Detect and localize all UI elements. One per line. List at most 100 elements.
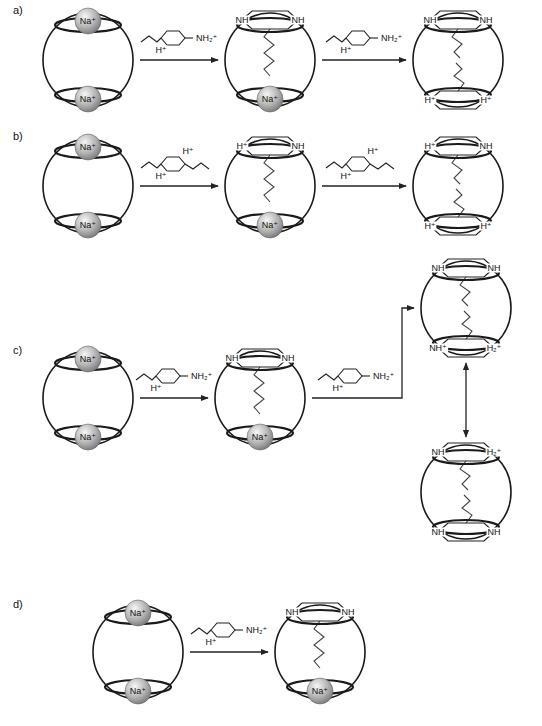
host-drawing bbox=[93, 600, 183, 704]
atom-label: NH bbox=[479, 142, 494, 151]
reaction-arrow bbox=[312, 308, 414, 398]
host-drawing bbox=[413, 137, 503, 235]
guest-molecule bbox=[326, 157, 394, 171]
charge-label: NH₂⁺ bbox=[372, 372, 395, 381]
atom-label: NH bbox=[341, 608, 356, 617]
guest-molecule bbox=[141, 31, 193, 45]
sodium-sphere bbox=[75, 212, 101, 238]
charge-label: H⁺ bbox=[331, 384, 344, 393]
host-guest-complex: Na⁺ Na⁺ bbox=[40, 134, 136, 238]
atom-label: H⁺ bbox=[479, 222, 492, 231]
charge-label: H⁺ bbox=[339, 172, 352, 181]
guest-molecules bbox=[136, 31, 394, 637]
bond bbox=[370, 37, 378, 38]
ethyl-chain bbox=[185, 163, 209, 169]
atom-label: NH bbox=[285, 608, 300, 617]
atom-label: NH bbox=[235, 16, 250, 25]
host-guest-complex: NHNHNa⁺ bbox=[272, 600, 368, 704]
ion-label: Na⁺ bbox=[261, 221, 279, 230]
atom-label: NH bbox=[431, 528, 446, 537]
guest-chain bbox=[460, 461, 470, 490]
reaction-arrow bbox=[322, 59, 406, 60]
piperazine-ring bbox=[346, 157, 370, 171]
guest-chain bbox=[462, 311, 472, 339]
ethyl-chain bbox=[326, 36, 346, 42]
panel-letter: b) bbox=[12, 131, 24, 142]
host-guest-complex: Na⁺ Na⁺ bbox=[40, 8, 136, 112]
sodium-sphere bbox=[307, 678, 333, 704]
guest-ring bbox=[430, 217, 486, 235]
cucurbituril-body bbox=[413, 139, 503, 233]
ion-label: Na⁺ bbox=[79, 17, 97, 26]
host-drawing bbox=[225, 137, 315, 238]
sodium-sphere bbox=[75, 134, 101, 160]
host-guest-complex: Na⁺Na⁺ bbox=[90, 600, 186, 704]
host-guest-complex: NHH₂⁺NHNH bbox=[418, 440, 514, 544]
connectors bbox=[140, 60, 466, 652]
cucurbituril-body bbox=[413, 13, 503, 107]
ethyl-chain bbox=[318, 374, 338, 380]
atom-label: H⁺ bbox=[423, 142, 436, 151]
ion-label: Na⁺ bbox=[79, 95, 97, 104]
guest-chain bbox=[264, 29, 274, 76]
piperazine-ring bbox=[161, 31, 185, 45]
guest-molecule bbox=[318, 369, 370, 383]
ethyl-chain bbox=[326, 162, 346, 168]
host-drawing bbox=[421, 443, 511, 541]
sodium-sphere bbox=[125, 600, 151, 626]
host-drawing bbox=[275, 603, 365, 704]
charge-label: H⁺ bbox=[339, 46, 352, 55]
guest-chain bbox=[460, 277, 470, 306]
reaction-arrow bbox=[190, 651, 268, 652]
host-guest-complex: NHNHH⁺H⁺ bbox=[410, 8, 506, 112]
ion-label: Na⁺ bbox=[79, 143, 97, 152]
guest-chain bbox=[452, 29, 462, 58]
atom-label: H⁺ bbox=[423, 222, 436, 231]
host-drawing bbox=[215, 349, 305, 450]
sodium-sphere bbox=[247, 424, 273, 450]
ion-label: Na⁺ bbox=[79, 221, 97, 230]
ion-label: Na⁺ bbox=[79, 355, 97, 364]
charge-label: H⁺ bbox=[154, 172, 167, 181]
bond bbox=[185, 37, 193, 38]
host-drawing bbox=[43, 346, 133, 450]
host-guest-complex: H⁺ NH H⁺ H⁺ bbox=[410, 134, 506, 238]
charge-label: H⁺ bbox=[181, 147, 194, 156]
atom-label: NH bbox=[431, 448, 446, 457]
ethyl-chain bbox=[141, 36, 161, 42]
charge-label: H⁺ bbox=[154, 46, 167, 55]
guest-chain bbox=[454, 189, 464, 217]
guest-chain bbox=[254, 367, 264, 414]
ethyl-chain bbox=[191, 628, 211, 634]
guest-chain bbox=[314, 621, 324, 668]
cucurbituril-body bbox=[421, 261, 511, 355]
atom-label: H₂⁺ bbox=[486, 448, 503, 457]
guest-chain bbox=[452, 155, 462, 184]
guest-chain bbox=[454, 63, 464, 91]
atom-label: H⁺ bbox=[479, 96, 492, 105]
ion-label: Na⁺ bbox=[251, 433, 269, 442]
ethyl-chain bbox=[136, 374, 156, 380]
reaction-arrow bbox=[140, 397, 208, 398]
guest-ring bbox=[430, 91, 486, 109]
equilibrium-arrow bbox=[465, 363, 466, 437]
host-guest-complex: H⁺NHNa⁺ bbox=[222, 134, 318, 238]
sodium-sphere bbox=[75, 424, 101, 450]
ion-label: Na⁺ bbox=[129, 609, 147, 618]
atom-label: NH bbox=[479, 16, 494, 25]
host-drawing bbox=[421, 259, 511, 357]
piperazine-ring bbox=[338, 369, 362, 383]
guest-molecule bbox=[136, 369, 188, 383]
bond bbox=[180, 375, 188, 376]
charge-label: H⁺ bbox=[149, 384, 162, 393]
host-drawing bbox=[225, 11, 315, 112]
panel-letter: c) bbox=[12, 345, 23, 356]
sodium-sphere bbox=[257, 212, 283, 238]
host-drawing bbox=[413, 11, 503, 109]
sodium-sphere bbox=[75, 8, 101, 34]
guest-chain bbox=[264, 155, 274, 202]
atom-label: NH bbox=[431, 264, 446, 273]
atom-label: NH bbox=[281, 354, 296, 363]
host-guest-complex: NHNHNH⁺H₂⁺ bbox=[418, 256, 514, 360]
